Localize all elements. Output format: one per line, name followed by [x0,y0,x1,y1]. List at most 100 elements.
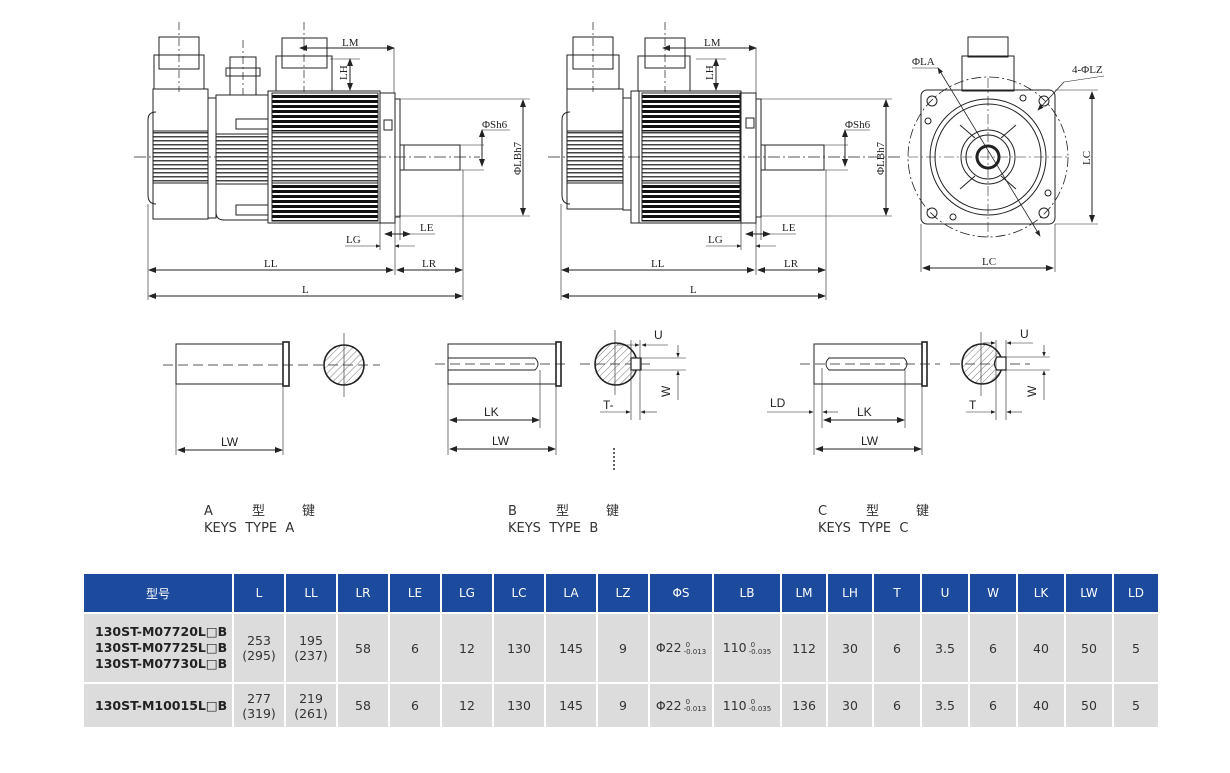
model-name: 130ST-M07730L□B [95,656,228,671]
tolerance-upper: 0 [750,640,756,649]
cell-lg: 12 [442,614,492,682]
dim-label-t: T [969,398,977,412]
value: 195 [299,633,323,648]
cell-lh: 30 [828,614,872,682]
dim-label-lk: LK [857,405,872,419]
value: 110 [722,640,747,656]
tolerance-lower: -0.013 [683,705,707,714]
dim-label-lh: LH [338,65,350,80]
header-lb: LB [714,574,780,612]
cell-w: 6 [970,614,1016,682]
cell-u: 3.5 [922,614,968,682]
header-lw: LW [1066,574,1112,612]
dim-label-u: U [1020,327,1029,341]
cell-l: 253(295) [234,614,284,682]
key-type-c-drawing [767,332,1050,455]
caption-key-cn: 键 [302,504,316,519]
motor-side-view-1-labels: LM LH ΦSh6 ΦLBh7 LE LG LL LR L [264,37,524,296]
technical-drawings: LM LH ΦSh6 ΦLBh7 LE LG LL LR L [134,22,1105,470]
table-header-row: 型号 L LL LR LE LG LC LA LZ ΦS LB LM LH T … [84,574,1158,612]
tolerance: 0-0.035 [749,699,772,713]
header-lz: LZ [598,574,648,612]
dim-label-ll: LL [264,258,278,270]
tolerance: 0-0.013 [683,640,707,656]
header-lh: LH [828,574,872,612]
caption-en: KEYS TYPE C [818,521,909,536]
cell-ll: 195(237) [286,614,336,682]
tolerance-upper: 0 [685,698,691,707]
dim-label-lm: LM [704,37,721,49]
dim-label-lm: LM [342,37,359,49]
value-alt: (295) [242,648,276,663]
table-row: 130ST-M07720L□B 130ST-M07725L□B 130ST-M0… [84,614,1158,682]
caption-en: KEYS TYPE A [204,521,295,536]
motor-side-view-1 [134,22,530,300]
cell-lc: 130 [494,614,544,682]
value: 277 [247,690,271,706]
cell-la: 145 [546,614,596,682]
key-type-b-labels: LK LW U W T- [484,328,673,448]
cell-lw: 50 [1066,684,1112,727]
dim-label-lz: 4-ΦLZ [1072,64,1103,76]
caption-key-cn: 键 [916,504,930,519]
cell-lh: 30 [828,684,872,727]
header-ld: LD [1114,574,1158,612]
cell-ll: 219(261) [286,684,336,727]
dim-label-lc-vertical: LC [1081,151,1093,165]
dim-label-lw: LW [861,434,879,448]
motor-side-view-2 [548,22,900,300]
dim-label-l: L [302,284,309,296]
cell-lk: 40 [1018,614,1064,682]
cell-w: 6 [970,684,1016,727]
caption-en: KEYS TYPE B [508,521,599,536]
dim-label-lbh7: ΦLBh7 [875,141,887,175]
header-lm: LM [782,574,826,612]
tolerance-lower: -0.035 [748,647,772,656]
dim-label-la: ΦLA [912,56,935,68]
dim-label-l: L [690,284,697,296]
value-alt: (261) [294,705,328,721]
dim-label-lr: LR [784,258,799,270]
cell-t: 6 [874,684,920,727]
tolerance: 0-0.035 [748,640,772,656]
header-lk: LK [1018,574,1064,612]
header-w: W [970,574,1016,612]
cell-le: 6 [390,614,440,682]
caption-type-cn: 型 [252,504,266,519]
header-u: U [922,574,968,612]
value: 219 [299,690,323,706]
dim-label-sh6: ΦSh6 [482,119,508,131]
caption-key-cn: 键 [606,504,620,519]
caption-letter: B [508,504,517,519]
dim-label-ld: LD [770,396,786,410]
dim-label-le: LE [420,222,434,234]
header-lg: LG [442,574,492,612]
dim-label-lk: LK [484,405,499,419]
cell-t: 6 [874,614,920,682]
dim-label-u: U [654,328,663,342]
caption-type-cn: 型 [866,504,880,519]
value: Φ22 [655,697,682,713]
header-l: L [234,574,284,612]
motor-front-view-labels: ΦLA 4-ΦLZ LC LC [912,56,1103,268]
cell-lr: 58 [338,684,388,727]
cell-lz: 9 [598,614,648,682]
tolerance-upper: 0 [685,640,691,649]
dim-label-lw: LW [221,435,239,449]
dim-label-lh: LH [704,65,716,80]
header-ll: LL [286,574,336,612]
table-row: 130ST-M10015L□B 277(319) 219(261) 58 6 1… [84,684,1158,727]
tolerance-upper: 0 [750,698,756,707]
cell-lc: 130 [494,684,544,727]
cell-ld: 5 [1114,684,1158,727]
tolerance-lower: -0.035 [748,705,772,714]
cell-ld: 5 [1114,614,1158,682]
dim-label-ll: LL [651,258,665,270]
dim-label-w: W [1025,385,1039,397]
cell-lw: 50 [1066,614,1112,682]
tolerance-lower: -0.013 [683,647,707,656]
dim-label-le: LE [782,222,796,234]
